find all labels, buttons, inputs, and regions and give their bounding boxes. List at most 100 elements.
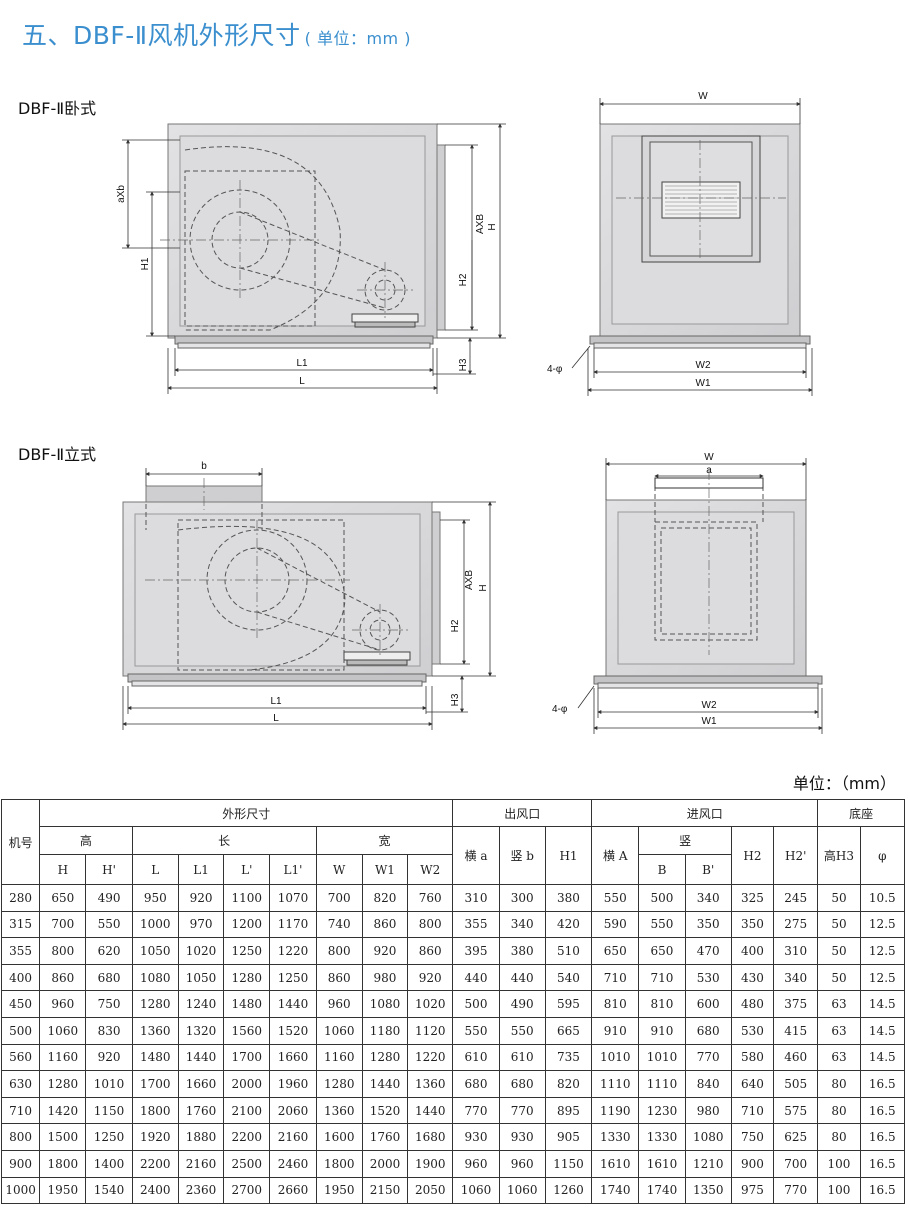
table-cell: 1400 (85, 1149, 133, 1178)
table-cell: 1610 (591, 1149, 640, 1178)
table-cell: 640 (730, 1070, 775, 1098)
table-cell: 1050 (131, 937, 179, 965)
th-L: L (131, 854, 179, 885)
table-cell: 1660 (269, 1043, 317, 1072)
table-cell: 310 (452, 884, 500, 912)
th-H3: 高H3 (817, 826, 861, 885)
cell-model: 355 (0, 937, 41, 965)
table-cell: 1330 (591, 1123, 640, 1151)
center-lines (160, 180, 413, 318)
th-phi: φ (859, 826, 906, 885)
table-cell: 810 (591, 990, 640, 1018)
table-cell: 1070 (269, 884, 317, 912)
table-cell: 355 (452, 910, 500, 939)
table-cell: 1350 (684, 1176, 732, 1205)
table-cell: 910 (591, 1016, 640, 1045)
th-base: 底座 (817, 799, 905, 827)
table-cell: 1080 (361, 990, 409, 1018)
table-cell: 625 (773, 1123, 819, 1151)
table-cell: 1050 (177, 963, 225, 992)
table-cell: 2150 (361, 1176, 409, 1205)
table-cell: 80 (817, 1070, 861, 1098)
table-cell: 1920 (131, 1123, 179, 1151)
horizontal-label: DBF-Ⅱ卧式 (18, 99, 97, 118)
table-cell: 1360 (407, 1070, 454, 1098)
table-cell: 100 (817, 1149, 861, 1178)
th-width: 宽 (315, 826, 454, 855)
table-cell: 440 (452, 963, 500, 992)
table-cell: 980 (684, 1096, 732, 1125)
table-cell: 1440 (177, 1043, 225, 1072)
table-cell: 1280 (131, 990, 179, 1018)
table-cell: 375 (773, 990, 819, 1018)
th-H2: H2 (730, 826, 775, 885)
table-cell: 2200 (131, 1149, 179, 1178)
table-cell: 325 (730, 884, 775, 912)
table-cell: 2000 (223, 1070, 271, 1098)
table-cell: 770 (452, 1096, 500, 1125)
table-cell: 340 (773, 963, 819, 992)
impeller (661, 181, 741, 219)
table-cell: 820 (361, 884, 409, 912)
table-cell: 970 (177, 910, 225, 939)
table-cell: 380 (498, 937, 546, 965)
table-cell: 1520 (269, 1016, 317, 1045)
table-cell: 750 (85, 990, 133, 1018)
table-cell: 910 (638, 1016, 686, 1045)
table-cell: 1020 (177, 937, 225, 965)
table-cell: 1010 (638, 1043, 686, 1072)
table-cell: 2200 (223, 1123, 271, 1151)
table-cell: 930 (498, 1123, 546, 1151)
table-cell: 1700 (223, 1043, 271, 1072)
horizontal-side-view: aXb H1 AXB H H2 H3 L1 L (116, 123, 506, 394)
table-cell: 50 (817, 910, 861, 939)
dimension-table: 机号 外形尺寸 出风口 进风口 底座 高 长 宽 横 a 竖 b H1 横 A … (0, 799, 906, 1205)
table-cell: 2050 (407, 1176, 454, 1205)
table-cell: 575 (773, 1096, 819, 1125)
v-dim-H3: H3 (450, 693, 461, 706)
table-cell: 700 (39, 910, 87, 939)
table-cell: 1060 (452, 1176, 500, 1205)
table-cell: 1800 (315, 1149, 363, 1178)
table-cell: 1280 (315, 1070, 363, 1098)
table-cell: 1760 (177, 1096, 225, 1125)
cell-model: 450 (0, 990, 41, 1018)
table-cell: 2100 (223, 1096, 271, 1125)
vertical-side-view: b AXB H H2 H3 L1 L (122, 461, 496, 730)
table-cell: 2500 (223, 1149, 271, 1178)
table-cell: 1360 (131, 1016, 179, 1045)
table-cell: 1800 (131, 1096, 179, 1125)
table-cell: 550 (591, 884, 640, 912)
table-cell: 1250 (223, 937, 271, 965)
table-cell: 550 (85, 910, 133, 939)
table-cell: 1520 (361, 1096, 409, 1125)
table-cell: 470 (684, 937, 732, 965)
table-cell: 415 (773, 1016, 819, 1045)
title-unit: ( 单位：mm ) (304, 29, 411, 48)
table-cell: 1060 (315, 1016, 363, 1045)
table-cell: 920 (85, 1043, 133, 1072)
table-cell: 680 (85, 963, 133, 992)
dimension-lines (122, 123, 506, 394)
th-in-A: 横 A (591, 826, 640, 885)
table-cell: 1160 (39, 1043, 87, 1072)
table-cell: 14.5 (859, 990, 906, 1018)
table-cell: 960 (452, 1149, 500, 1178)
table-cell: 2660 (269, 1176, 317, 1205)
table-cell: 820 (544, 1070, 593, 1098)
table-cell: 1950 (315, 1176, 363, 1205)
table-cell: 900 (730, 1149, 775, 1178)
table-cell: 12.5 (859, 963, 906, 992)
table-cell: 1110 (638, 1070, 686, 1098)
table-cell: 650 (39, 884, 87, 912)
table-cell: 1150 (544, 1149, 593, 1178)
table-cell: 905 (544, 1123, 593, 1151)
table-cell: 1660 (177, 1070, 225, 1098)
table-cell: 650 (638, 937, 686, 965)
table-cell: 1200 (223, 910, 271, 939)
table-cell: 12.5 (859, 937, 906, 965)
table-cell: 920 (177, 884, 225, 912)
table-cell: 740 (315, 910, 363, 939)
